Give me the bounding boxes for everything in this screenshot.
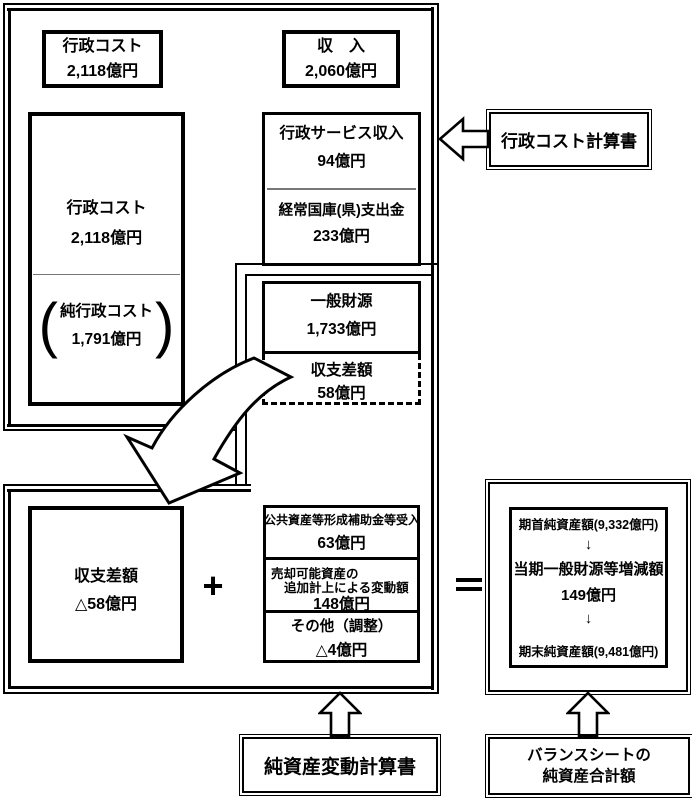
top-box-border-bottom-outer: [3, 429, 237, 431]
bottom-box-border-left-outer: [3, 484, 5, 694]
general-funds-label: 一般財源: [310, 293, 373, 310]
bottom-box-border-top-outer: [3, 484, 251, 486]
right-edge-inner: [431, 7, 434, 690]
cost-detail-box: [28, 112, 185, 406]
other-adjust-amount: △4億円: [315, 642, 368, 659]
equals-bar-top: [456, 578, 482, 582]
net-assets-statement-label-box: 純資産変動計算書: [239, 734, 441, 796]
change-amount: 149億円: [560, 587, 617, 604]
treasury-amount: 233億円: [313, 228, 370, 245]
open-paren: (: [38, 291, 58, 360]
top-box-border-left-inner: [8, 8, 11, 427]
net-assets-statement-label: 純資産変動計算書: [263, 756, 416, 778]
plus-sign: +: [202, 565, 224, 606]
bottom-box-border-left-inner: [8, 489, 11, 689]
revenue-divider: [267, 188, 416, 190]
subsidy-label: 公共資産等形成補助金等受入: [264, 513, 421, 527]
net-cost-amount: 1,791億円: [71, 331, 142, 348]
general-funds-box: [262, 281, 421, 354]
balance-sheet-label-box: バランスシートの 純資産合計額: [485, 734, 692, 798]
top-box-border-top-inner: [7, 8, 433, 11]
cost-detail-title: 行政コスト: [66, 200, 147, 217]
up-arrow-icon-right: [566, 691, 610, 738]
cost-statement-label: 行政コスト計算書: [501, 132, 637, 151]
close-paren: ): [155, 291, 175, 360]
net-assets-inner-box: [509, 507, 668, 668]
change-label: 当期一般財源等増減額: [513, 561, 664, 578]
pipe-left-outer: [235, 263, 237, 486]
general-funds-amount: 1,733億円: [306, 321, 377, 338]
balance-label: 収支差額: [73, 568, 138, 585]
balance-sheet-label-line1: バランスシートの: [527, 747, 651, 764]
cost-header-amount: 2,118億円: [66, 63, 139, 80]
cost-header-title: 行政コスト: [62, 38, 143, 55]
top-box-border-bottom-inner: [7, 424, 237, 427]
cost-detail-divider: [33, 274, 180, 275]
other-adjust-label: その他（調整）: [290, 619, 393, 635]
equals-bar-bottom: [456, 587, 482, 591]
sellable-assets-line2: 追加計上による変動額: [284, 581, 409, 595]
down-arrow-2: ↓: [584, 610, 593, 627]
adjustment-divider-2: [266, 610, 417, 613]
cost-detail-amount: 2,118億円: [70, 230, 143, 247]
up-arrow-icon-left: [318, 691, 362, 738]
equals-sign: [456, 578, 482, 592]
service-revenue-label: 行政サービス収入: [279, 125, 404, 142]
service-revenue-amount: 94億円: [317, 153, 366, 170]
balance-amount: △58億円: [74, 596, 138, 613]
top-box-border-left-outer: [3, 3, 5, 431]
adjustment-box: [263, 505, 420, 663]
surplus-label: 収支差額: [310, 362, 373, 379]
closing-net-assets: 期末純資産額(9,481億円): [518, 645, 659, 659]
cost-header-box: 行政コスト 2,118億円: [42, 30, 163, 88]
down-arrow-1: ↓: [584, 536, 593, 553]
surplus-amount: 58億円: [317, 385, 366, 402]
revenue-header-box: 収 入 2,060億円: [282, 30, 400, 88]
sellable-assets-amount: 148億円: [313, 596, 370, 613]
opening-net-assets: 期首純資産額(9,332億円): [518, 518, 659, 532]
adjustment-divider-1: [266, 557, 417, 560]
right-edge-outer: [437, 3, 439, 694]
left-arrow-icon: [438, 116, 490, 162]
bottom-box-border-bottom-outer: [3, 692, 439, 694]
subsidy-amount: 63億円: [317, 535, 366, 552]
pipe-horizontal-inner: [247, 274, 431, 276]
net-cost-label: 純行政コスト: [59, 303, 153, 320]
cost-statement-label-box: 行政コスト計算書: [486, 109, 652, 170]
revenue-header-title: 収 入: [316, 38, 365, 55]
bottom-box-border-top-inner: [7, 489, 251, 492]
revenue-header-amount: 2,060億円: [304, 63, 378, 80]
treasury-label: 経常国庫(県)支出金: [278, 203, 405, 219]
net-cost-group: ( 純行政コスト 1,791億円 ): [36, 293, 177, 359]
sellable-assets-line1: 売却可能資産の: [271, 567, 359, 581]
balance-box: [28, 506, 184, 663]
balance-sheet-label-line2: 純資産合計額: [542, 768, 636, 785]
bottom-box-border-bottom-inner: [8, 686, 433, 689]
pipe-left-inner: [245, 274, 247, 484]
top-box-border-top-outer: [3, 3, 439, 5]
